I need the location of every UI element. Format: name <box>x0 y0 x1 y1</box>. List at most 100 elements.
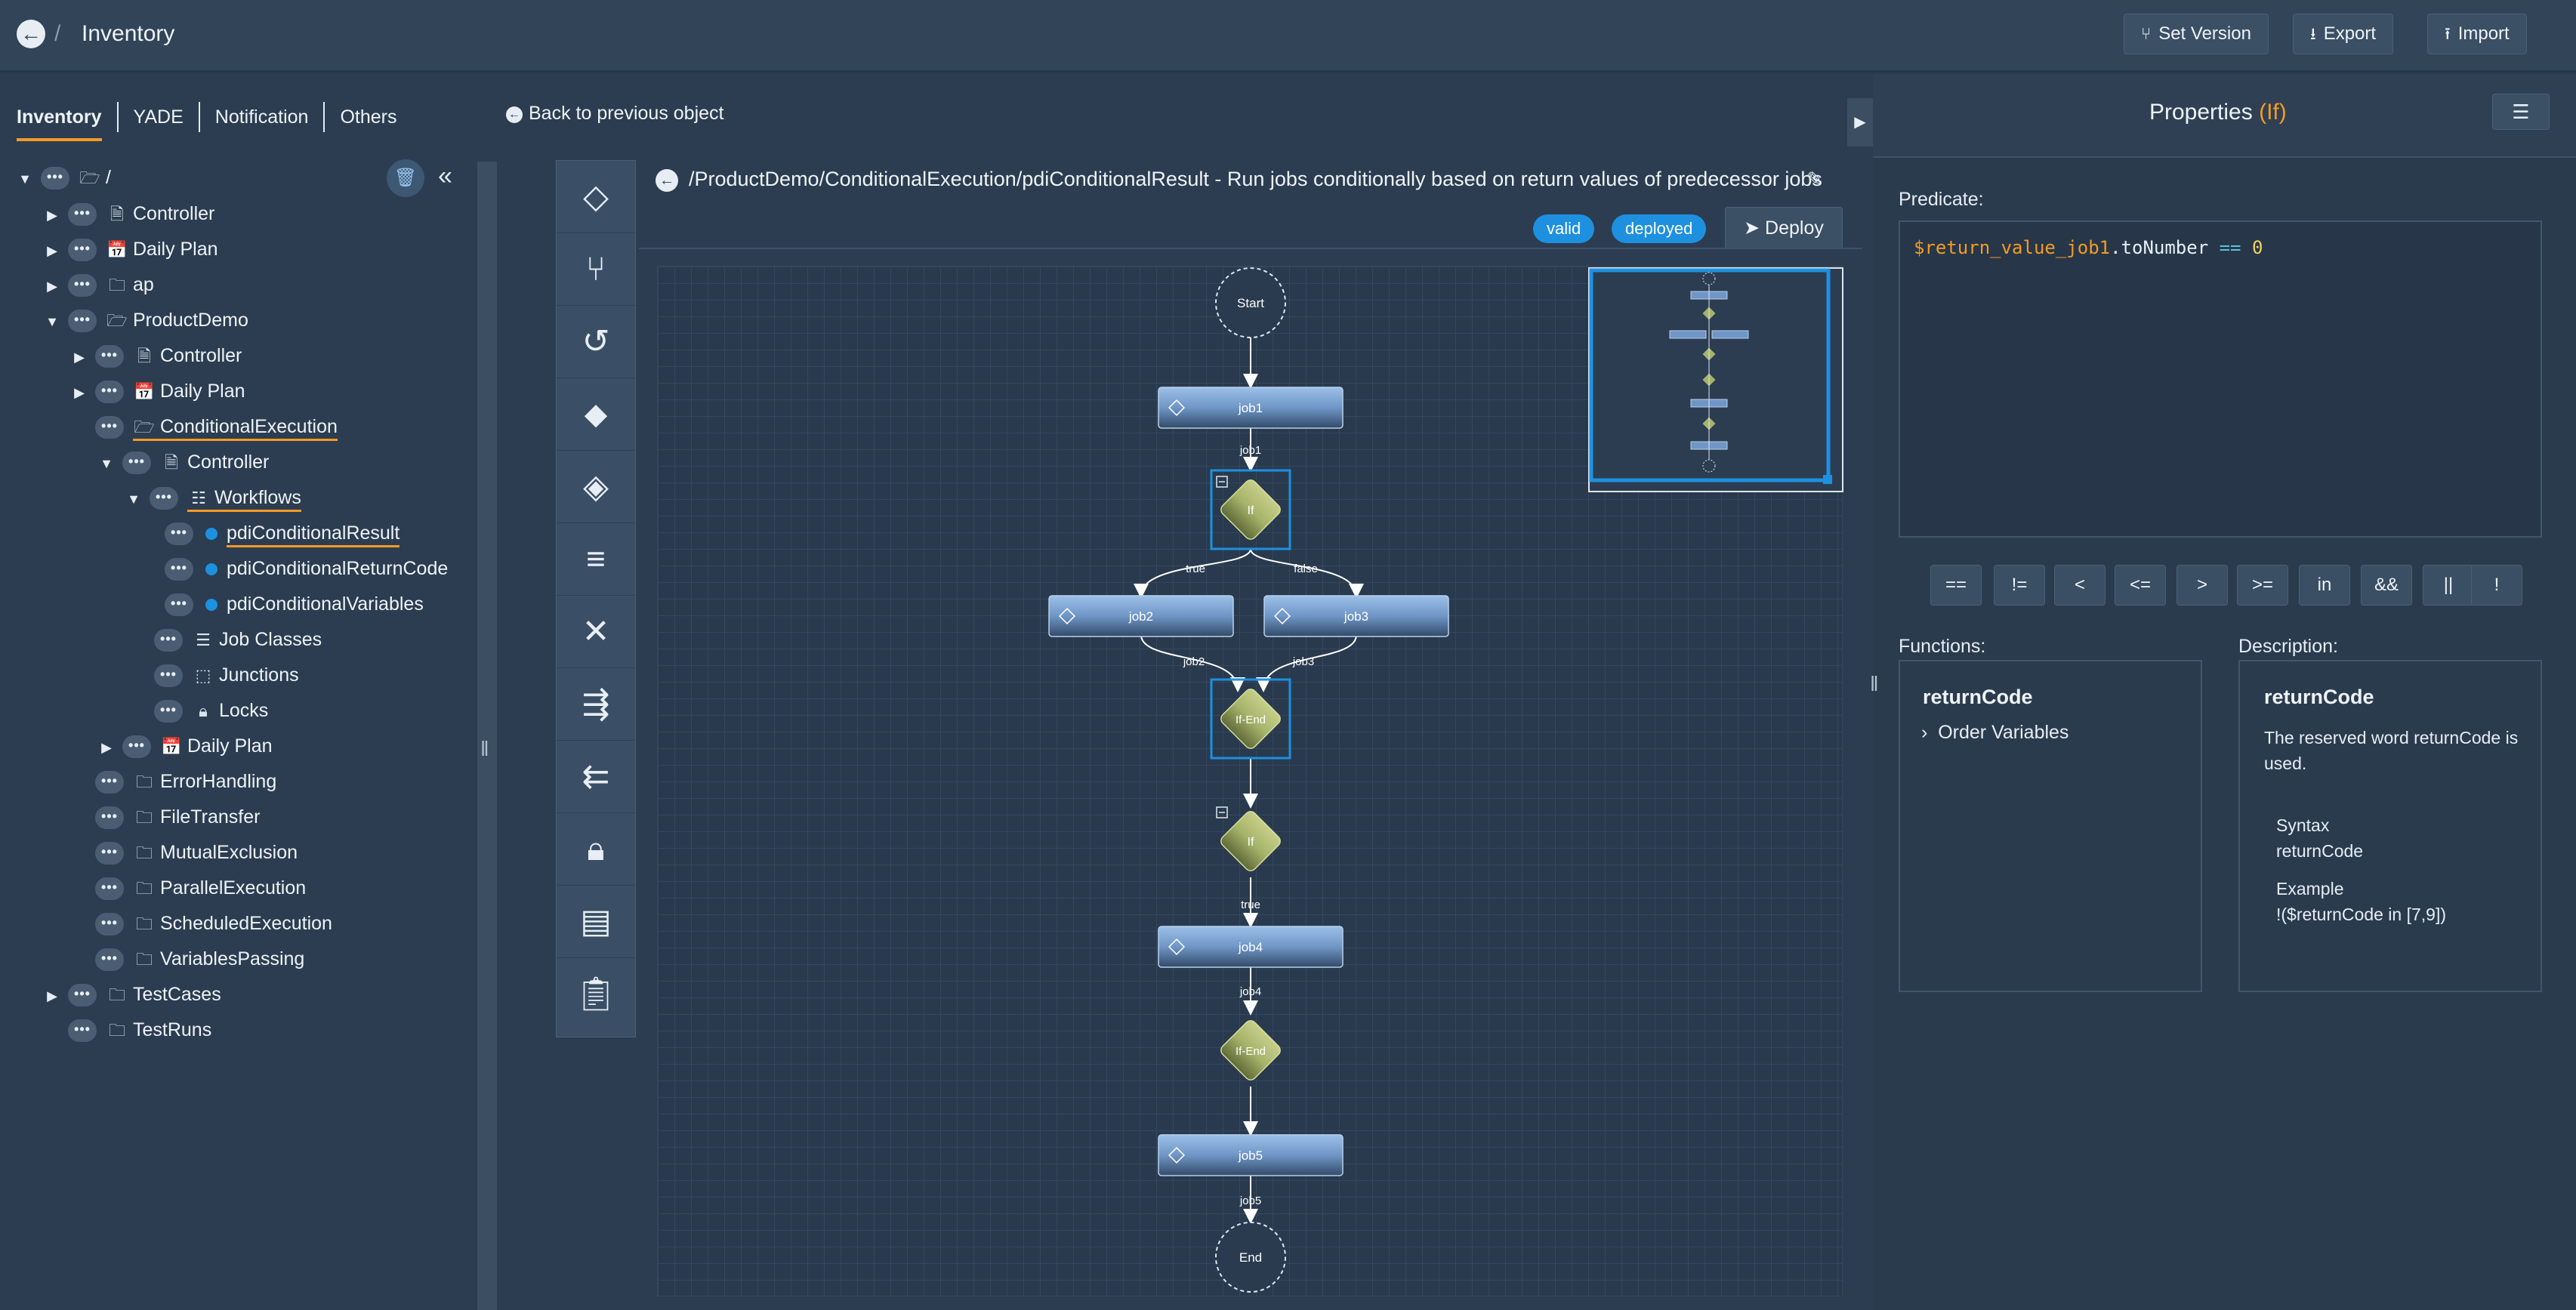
more-options-icon[interactable]: ••• <box>95 877 124 901</box>
more-options-icon[interactable]: ••• <box>95 416 124 439</box>
trash-icon[interactable]: 🗑 <box>387 159 424 197</box>
caret-down-icon[interactable]: ▼ <box>45 314 59 329</box>
minimap-resize-handle[interactable] <box>1823 475 1832 484</box>
more-options-icon[interactable]: ••• <box>68 310 97 333</box>
caret-right-icon[interactable]: ▶ <box>47 988 57 1003</box>
job-node-job1[interactable]: job1 <box>1158 387 1344 429</box>
panel-splitter[interactable] <box>477 162 497 1310</box>
back-to-previous-link[interactable]: ←Back to previous object <box>506 103 723 125</box>
more-options-icon[interactable]: ••• <box>150 487 178 510</box>
more-options-icon[interactable]: ••• <box>154 629 183 652</box>
operator-lte-button[interactable]: <= <box>2115 565 2166 606</box>
more-options-icon[interactable]: ••• <box>154 664 183 688</box>
tree-item-parallelexecution[interactable]: •••🗀ParallelExecution <box>88 873 306 903</box>
more-options-icon[interactable]: ••• <box>41 167 69 190</box>
tree-item-testcases[interactable]: ▶•••🗀TestCases <box>44 979 221 1009</box>
caret-right-icon[interactable]: ▶ <box>101 740 112 755</box>
splitter-grip-icon[interactable]: ‖ <box>480 737 489 760</box>
tree-item-locks[interactable]: •••🔒︎Locks <box>147 695 268 726</box>
operator-eq-button[interactable]: == <box>1930 565 1982 606</box>
predicate-editor[interactable]: $return_value_job1.toNumber == 0 <box>1899 220 2542 538</box>
set-version-button[interactable]: ⑂Set Version <box>2124 14 2269 54</box>
import-button[interactable]: ⭱Import <box>2427 14 2527 54</box>
minimap[interactable] <box>1588 267 1843 492</box>
tree-root[interactable]: ▼•••🗁/ <box>17 162 111 193</box>
caret-down-icon[interactable]: ▼ <box>127 492 140 507</box>
tree-item-job-classes[interactable]: •••☰Job Classes <box>147 624 322 655</box>
more-options-icon[interactable]: ••• <box>68 984 97 1007</box>
tree-item-errorhandling[interactable]: •••🗀ErrorHandling <box>88 766 276 797</box>
caret-right-icon[interactable]: ▶ <box>47 208 57 223</box>
try-catch-icon[interactable]: ⬥ <box>557 378 635 451</box>
function-item[interactable]: returnCode <box>1923 686 2033 708</box>
tab-inventory[interactable]: Inventory <box>17 102 119 141</box>
job-node-job5[interactable]: job5 <box>1158 1134 1344 1176</box>
collapse-icon[interactable] <box>1216 806 1228 818</box>
tree-item-daily-plan[interactable]: ▶•••📅Daily Plan <box>44 234 218 264</box>
more-options-icon[interactable]: ••• <box>165 558 193 581</box>
job-node-job2[interactable]: job2 <box>1048 595 1234 637</box>
caret-down-icon[interactable]: ▼ <box>100 456 113 471</box>
more-options-icon[interactable]: ••• <box>68 239 97 262</box>
if-node-2[interactable]: If <box>1216 806 1282 873</box>
list-menu-icon[interactable]: ☰ <box>2492 94 2550 130</box>
tree-item-testruns[interactable]: •••🗀TestRuns <box>60 1015 211 1045</box>
finish-icon[interactable]: ≡ <box>557 523 635 596</box>
splitter-grip-icon[interactable]: ‖ <box>1870 672 1879 695</box>
more-options-icon[interactable]: ••• <box>68 274 97 297</box>
more-options-icon[interactable]: ••• <box>95 345 124 368</box>
lock-icon[interactable]: 🔒︎ <box>557 813 635 886</box>
tree-item-daily-plan[interactable]: ▶•••📅Daily Plan <box>98 731 273 761</box>
caret-right-icon[interactable]: ▶ <box>74 350 85 365</box>
chevron-right-icon[interactable]: ▶ <box>1847 98 1873 146</box>
if-icon[interactable]: ◈ <box>557 451 635 523</box>
pencil-icon[interactable]: ✎ <box>1806 168 1823 190</box>
more-options-icon[interactable]: ••• <box>68 203 97 227</box>
caret-right-icon[interactable]: ▶ <box>47 279 57 294</box>
workflow-canvas[interactable]: job1 true false job2 job3 true job4 job5… <box>657 266 1843 1296</box>
caret-right-icon[interactable]: ▶ <box>74 385 85 400</box>
more-options-icon[interactable]: ••• <box>95 948 124 972</box>
tree-item-ap[interactable]: ▶•••🗀ap <box>44 270 154 300</box>
operator-and-button[interactable]: && <box>2361 565 2412 606</box>
more-options-icon[interactable]: ••• <box>95 771 124 794</box>
more-options-icon[interactable]: ••• <box>122 452 151 475</box>
deploy-button[interactable]: ➤ Deploy <box>1725 207 1843 249</box>
more-options-icon[interactable]: ••• <box>165 522 193 546</box>
tree-item-scheduledexecution[interactable]: •••🗀ScheduledExecution <box>88 908 332 939</box>
more-options-icon[interactable]: ••• <box>154 700 183 723</box>
operator-not-button[interactable]: ! <box>2471 565 2522 606</box>
tree-item-workflows[interactable]: ▼•••☷Workflows <box>125 482 301 513</box>
start-node[interactable]: Start <box>1215 267 1286 338</box>
job-icon[interactable]: ◇ <box>557 161 635 233</box>
if-node-1[interactable]: If <box>1210 469 1291 550</box>
expect-notice-icon[interactable]: ⇇ <box>557 741 635 813</box>
tree-item-controller[interactable]: ▼•••🗎Controller <box>98 447 269 477</box>
end-node[interactable]: End <box>1215 1222 1286 1293</box>
more-options-icon[interactable]: ••• <box>95 913 124 936</box>
tree-item-controller[interactable]: ▶•••🗎Controller <box>71 341 242 371</box>
tree-item-filetransfer[interactable]: •••🗀FileTransfer <box>88 802 260 832</box>
if-end-node-2[interactable]: If-End <box>1219 1019 1283 1083</box>
job-node-job3[interactable]: job3 <box>1263 595 1449 637</box>
tree-item-mutualexclusion[interactable]: •••🗀MutualExclusion <box>88 837 298 868</box>
tree-item-controller[interactable]: ▶•••🗎Controller <box>44 199 214 229</box>
collapse-icon[interactable] <box>1216 476 1228 488</box>
operator-gte-button[interactable]: >= <box>2237 565 2288 606</box>
tree-item-conditionalexecution[interactable]: •••🗁ConditionalExecution <box>88 411 338 442</box>
fork-icon[interactable]: ⑂ <box>557 233 635 306</box>
more-options-icon[interactable]: ••• <box>68 1019 97 1043</box>
back-arrow-icon[interactable]: ← <box>656 169 678 192</box>
tab-notification[interactable]: Notification <box>215 102 325 132</box>
function-subitem[interactable]: › Order Variables <box>1921 722 2069 744</box>
operator-gt-button[interactable]: > <box>2176 565 2228 606</box>
more-options-icon[interactable]: ••• <box>95 381 124 404</box>
tab-others[interactable]: Others <box>340 106 397 128</box>
operator-lt-button[interactable]: < <box>2054 565 2106 606</box>
more-options-icon[interactable]: ••• <box>95 842 124 865</box>
more-options-icon[interactable]: ••• <box>165 593 193 617</box>
more-options-icon[interactable]: ••• <box>122 735 151 759</box>
caret-right-icon[interactable]: ▶ <box>47 243 57 258</box>
tree-item-variablespassing[interactable]: •••🗀VariablesPassing <box>88 944 304 974</box>
operator-in-button[interactable]: in <box>2299 565 2350 606</box>
